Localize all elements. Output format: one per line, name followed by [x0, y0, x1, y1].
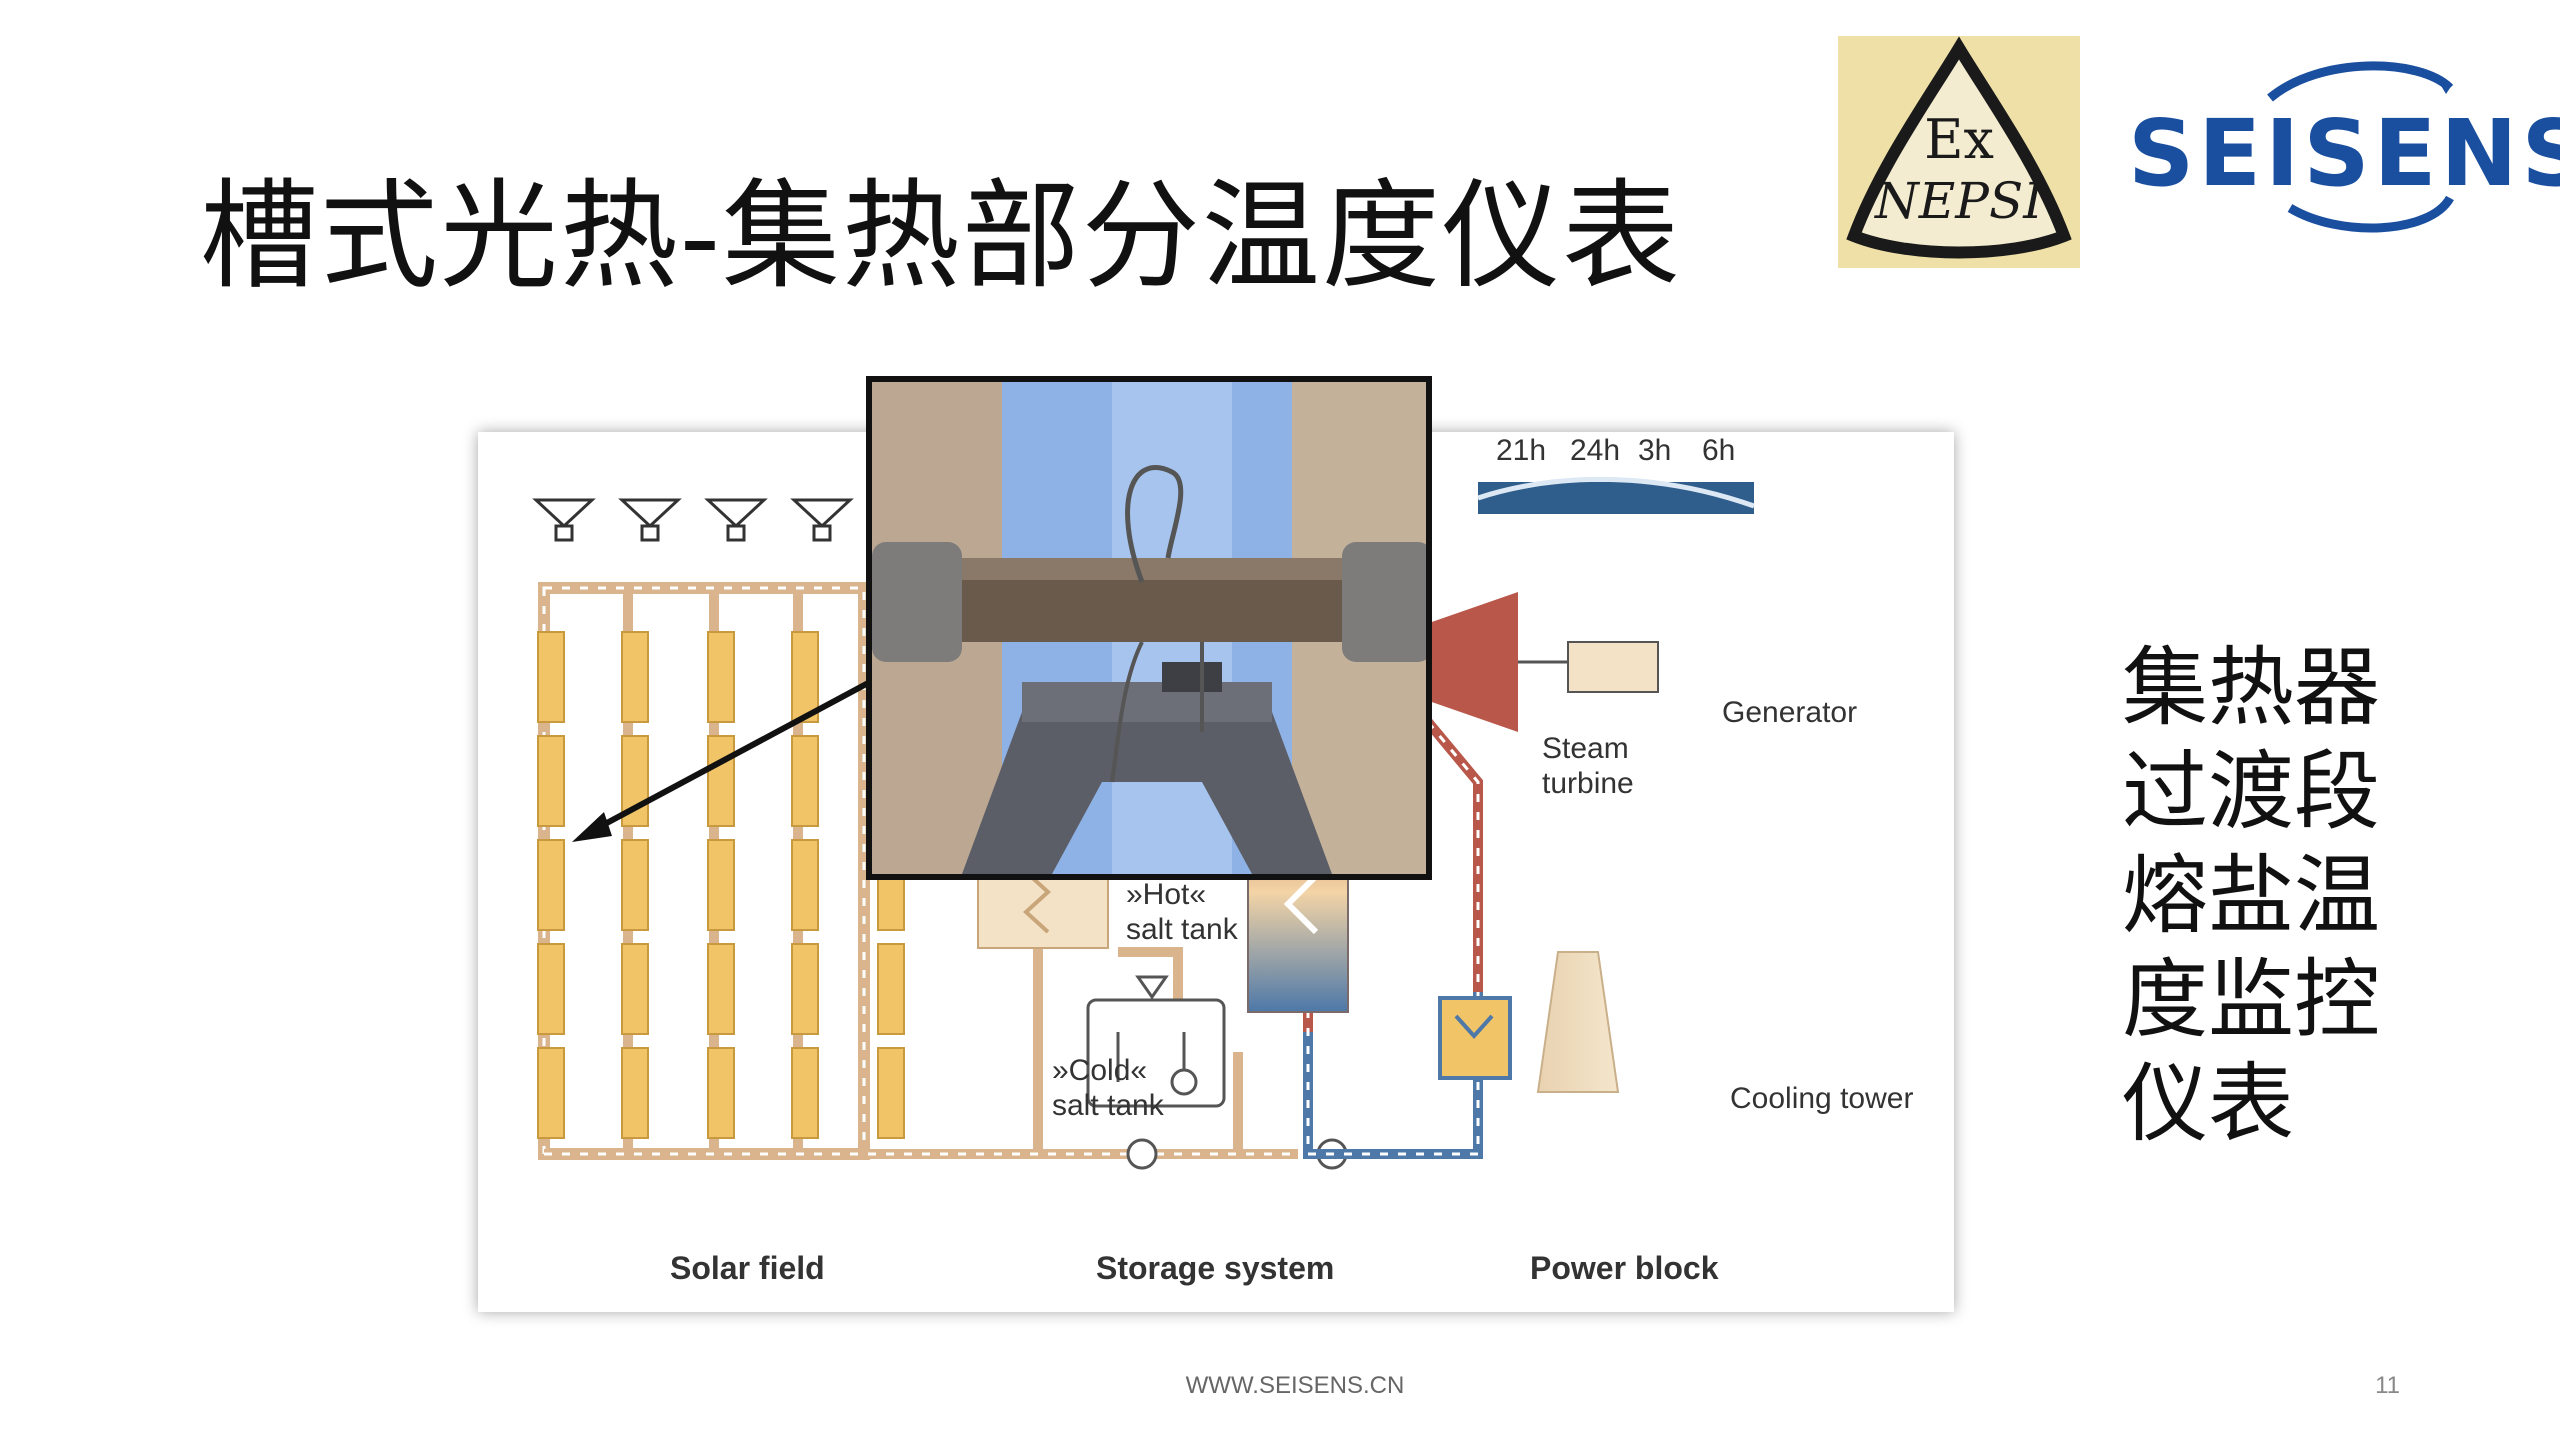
- seisens-wordmark: SEISENS: [2128, 100, 2560, 207]
- cooling-tower-label: Cooling tower: [1730, 1082, 1914, 1115]
- section-label-storage-system: Storage system: [1096, 1250, 1335, 1286]
- pump-icon: [1126, 1138, 1158, 1170]
- side-text-line: 熔盐温: [2122, 846, 2380, 946]
- nepsi-name-text: NEPSI: [1874, 172, 2044, 230]
- side-text-line: 度监控: [2122, 950, 2380, 1050]
- side-text-line: 过渡段: [2122, 742, 2380, 842]
- cooling-tower: [1536, 951, 1620, 1093]
- footer-website: WWW.SEISENS.CN: [1185, 1372, 1405, 1399]
- generator-label: Generator: [1722, 696, 1858, 729]
- generator: [1567, 641, 1659, 693]
- timeline-label-24h: 24h: [1570, 434, 1621, 467]
- hot-salt-tank-label: »Hot« salt tank: [1126, 878, 1238, 946]
- collector-rows: [537, 631, 905, 1139]
- timeline-label-21h: 21h: [1496, 434, 1547, 467]
- mirror-icons: [532, 498, 854, 542]
- timeline-label-3h: 3h: [1638, 434, 1672, 467]
- nepsi-ex-text: Ex: [1924, 108, 1994, 171]
- side-text-line: 集热器: [2122, 638, 2380, 738]
- condenser: [1438, 996, 1512, 1080]
- side-text-line: 仪表: [2122, 1054, 2294, 1154]
- steam-turbine-label: Steam turbine: [1542, 732, 1634, 800]
- seisens-logo: SEISENS: [2120, 48, 2560, 248]
- side-description: 集热器 过渡段 熔盐温 度监控 仪表: [2122, 636, 2422, 1156]
- sensor-photo-inset: [866, 376, 1432, 880]
- section-label-solar-field: Solar field: [670, 1250, 825, 1286]
- section-label-power-block: Power block: [1530, 1250, 1719, 1286]
- timeline-label-6h: 6h: [1702, 434, 1736, 467]
- nepsi-logo: Ex NEPSI: [1838, 36, 2080, 268]
- page-number: 11: [2375, 1372, 2400, 1399]
- slide-title: 槽式光热-集热部分温度仪表: [200, 167, 1682, 305]
- cold-salt-tank-label: »Cold« salt tank: [1052, 1054, 1164, 1122]
